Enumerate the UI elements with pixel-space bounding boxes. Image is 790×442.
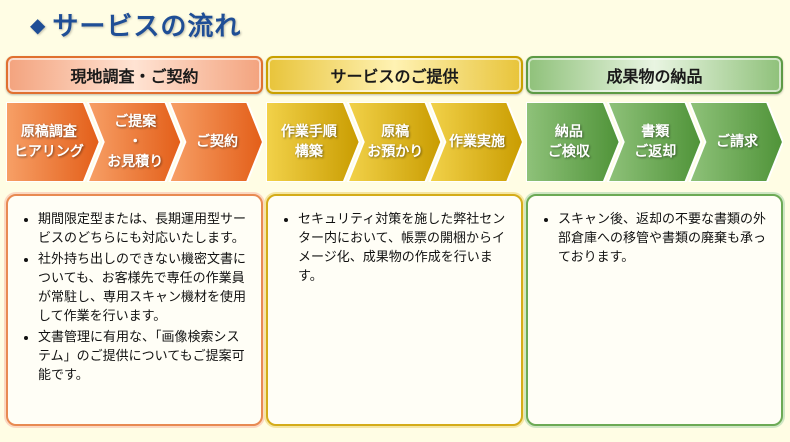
step-label-line: 作業手順 bbox=[280, 124, 337, 140]
phase-header: サービスのご提供 bbox=[266, 56, 523, 94]
bullet-item: 社外持ち出しのできない機密文書についても、お客様先で専任の作業員が常駐し、専用ス… bbox=[38, 250, 251, 326]
step-label-line: 納品 bbox=[554, 124, 583, 140]
step-label: 作業実施 bbox=[439, 102, 515, 182]
bullet-list: スキャン後、返却の不要な書類の外部倉庫への移管や書類の廃棄も承っております。 bbox=[540, 210, 771, 267]
chevron-arrows-svg bbox=[266, 102, 523, 182]
step-label-line: 構築 bbox=[294, 144, 323, 160]
step-arrows: 原稿調査ヒアリングご提案・お見積りご契約 bbox=[6, 102, 263, 182]
step-label: 原稿お預かり bbox=[357, 102, 433, 182]
step-label-line: ご提案 bbox=[114, 114, 157, 130]
bullet-list: セキュリティ対策を施した弊社センター内において、帳票の開梱からイメージ化、成果物… bbox=[280, 210, 511, 286]
step-label: 納品ご検収 bbox=[526, 102, 612, 182]
phase-header: 現地調査・ご契約 bbox=[6, 56, 263, 94]
step-label: ご提案・お見積り bbox=[97, 102, 173, 182]
step-label-line: ・ bbox=[128, 134, 143, 150]
step-chevron bbox=[526, 102, 621, 182]
step-chevron bbox=[266, 102, 361, 182]
content-box: セキュリティ対策を施した弊社センター内において、帳票の開梱からイメージ化、成果物… bbox=[266, 194, 523, 426]
chevron-arrows-svg bbox=[6, 102, 263, 182]
step-label: 原稿調査ヒアリング bbox=[6, 102, 92, 182]
bullet-item: スキャン後、返却の不要な書類の外部倉庫への移管や書類の廃棄も承っております。 bbox=[558, 210, 771, 267]
step-chevron bbox=[606, 102, 703, 182]
step-label-line: 原稿 bbox=[381, 124, 410, 140]
step-chevron bbox=[168, 102, 263, 182]
step-chevron bbox=[6, 102, 101, 182]
bullet-item: 文書管理に有用な、「画像検索システム」のご提供についてもご提案可能です。 bbox=[38, 328, 251, 385]
step-chevron bbox=[428, 102, 523, 182]
step-label-line: ご検収 bbox=[547, 144, 590, 160]
step-label-line: お預かり bbox=[367, 144, 424, 160]
step-label: ご請求 bbox=[699, 102, 775, 182]
step-chevron bbox=[86, 102, 183, 182]
step-label-line: ご請求 bbox=[715, 134, 758, 150]
step-arrows: 納品ご検収書類ご返却ご請求 bbox=[526, 102, 783, 182]
page-title-text: サービスの流れ bbox=[52, 12, 242, 42]
step-arrows: 作業手順構築原稿お預かり作業実施 bbox=[266, 102, 523, 182]
step-label-line: 書類 bbox=[641, 124, 670, 140]
diamond-bullet-icon: ◆ bbox=[30, 12, 47, 37]
step-label: 書類ご返却 bbox=[617, 102, 693, 182]
step-label-line: ご返却 bbox=[634, 144, 677, 160]
chevron-arrows-svg bbox=[526, 102, 783, 182]
step-label-line: 作業実施 bbox=[448, 134, 505, 150]
step-chevron bbox=[346, 102, 443, 182]
page-title: ◆ サービスの流れ bbox=[30, 6, 241, 43]
content-box: 期間限定型または、長期運用型サービスのどちらにも対応いたします。 社外持ち出しの… bbox=[6, 194, 263, 426]
step-label-line: お見積り bbox=[107, 154, 164, 170]
step-label: 作業手順構築 bbox=[266, 102, 352, 182]
bullet-item: 期間限定型または、長期運用型サービスのどちらにも対応いたします。 bbox=[38, 210, 251, 248]
content-box: スキャン後、返却の不要な書類の外部倉庫への移管や書類の廃棄も承っております。 bbox=[526, 194, 783, 426]
step-label-line: 原稿調査 bbox=[20, 124, 77, 140]
step-label-line: ご契約 bbox=[195, 134, 238, 150]
step-label: ご契約 bbox=[179, 102, 255, 182]
step-label-line: ヒアリング bbox=[13, 144, 84, 160]
phase-header: 成果物の納品 bbox=[526, 56, 783, 94]
bullet-item: セキュリティ対策を施した弊社センター内において、帳票の開梱からイメージ化、成果物… bbox=[298, 210, 511, 286]
bullet-list: 期間限定型または、長期運用型サービスのどちらにも対応いたします。 社外持ち出しの… bbox=[20, 210, 251, 385]
step-chevron bbox=[688, 102, 783, 182]
